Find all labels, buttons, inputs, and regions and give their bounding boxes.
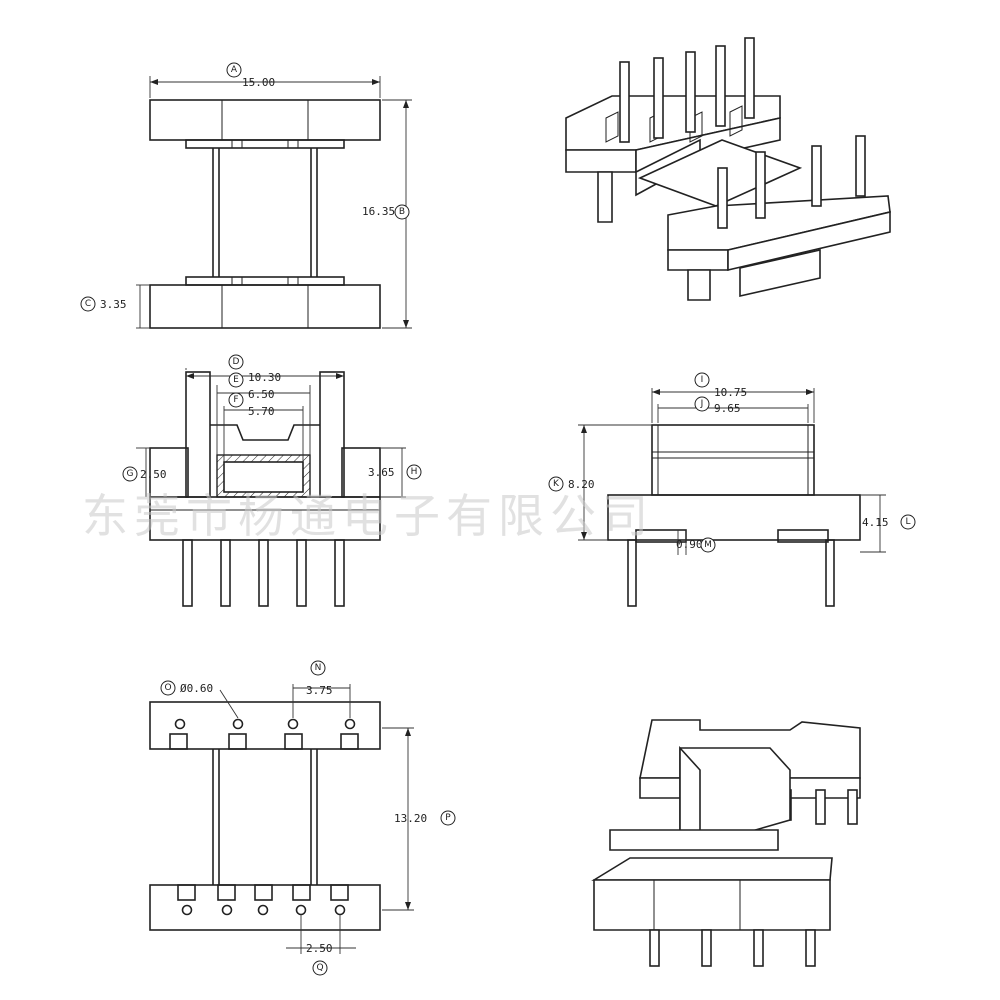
dim-a-letter: A (231, 65, 238, 75)
isometric-view-top (565, 37, 891, 301)
dim-g-letter: G (127, 469, 134, 479)
dim-j-letter: J (700, 399, 704, 409)
dim-b-value: 16.35 (362, 205, 395, 218)
dim-g-marker (122, 466, 138, 482)
dim-k-letter: K (553, 479, 560, 489)
dim-l-value: 4.15 (862, 516, 889, 529)
dim-k-value: 8.20 (568, 478, 595, 491)
dim-f-letter: F (233, 395, 238, 405)
dim-h-letter: H (411, 467, 418, 477)
front-view (136, 368, 406, 607)
dim-q-letter: Q (316, 963, 323, 973)
dim-d-marker (228, 354, 244, 370)
dim-a-value: 15.00 (242, 76, 275, 89)
side-view (578, 388, 886, 607)
dim-l-letter: L (905, 517, 910, 527)
dim-f-marker (228, 392, 244, 408)
dim-n-letter: N (315, 663, 322, 673)
dim-e-marker (228, 372, 244, 388)
company-watermark: 东莞市杨通电子有限公司 (82, 489, 654, 543)
dim-p-marker (440, 810, 456, 826)
dim-d-letter: D (233, 357, 240, 367)
dim-n-value: 3.75 (306, 684, 333, 697)
dim-o-letter: O (164, 683, 171, 693)
dim-c-marker (80, 296, 96, 312)
dim-k-marker (548, 476, 564, 492)
dim-f-value: 5.70 (248, 405, 275, 418)
dim-o-value: Ø0.60 (180, 682, 213, 695)
isometric-view-bottom (591, 719, 861, 967)
dim-c-letter: C (85, 299, 91, 309)
dim-j-value: 9.65 (714, 402, 741, 415)
dim-g-value: 2.50 (140, 468, 167, 481)
top-view (136, 76, 412, 329)
dim-e-value: 6.50 (248, 388, 275, 401)
dim-q-value: 2.50 (306, 942, 333, 955)
dim-d-value: 10.30 (248, 371, 281, 384)
dim-j-marker (694, 396, 710, 412)
dim-e-letter: E (233, 375, 239, 385)
dim-a-marker (226, 62, 242, 78)
dim-p-letter: P (445, 813, 451, 823)
dim-i-value: 10.75 (714, 386, 747, 399)
dimension-labels: A 15.00 16.35 B C 3.35 D 10.30 E 6.50 F … (80, 62, 916, 976)
dim-o-marker (160, 680, 176, 696)
dim-i-letter: I (701, 375, 704, 385)
dim-p-value: 13.20 (394, 812, 427, 825)
dim-l-marker (900, 514, 916, 530)
bottom-view (149, 684, 414, 954)
dim-m-letter: M (704, 540, 712, 550)
dim-i-marker (694, 372, 710, 388)
dim-c-value: 3.35 (100, 298, 127, 311)
dim-m-value: 0.90 (676, 538, 703, 551)
dim-b-letter: B (399, 207, 405, 217)
dim-h-marker (406, 464, 422, 480)
dim-m-marker (700, 537, 716, 553)
dim-h-value: 3.65 (368, 466, 395, 479)
dim-n-marker (310, 660, 326, 676)
dim-b-marker (394, 204, 410, 220)
dim-q-marker (312, 960, 328, 976)
